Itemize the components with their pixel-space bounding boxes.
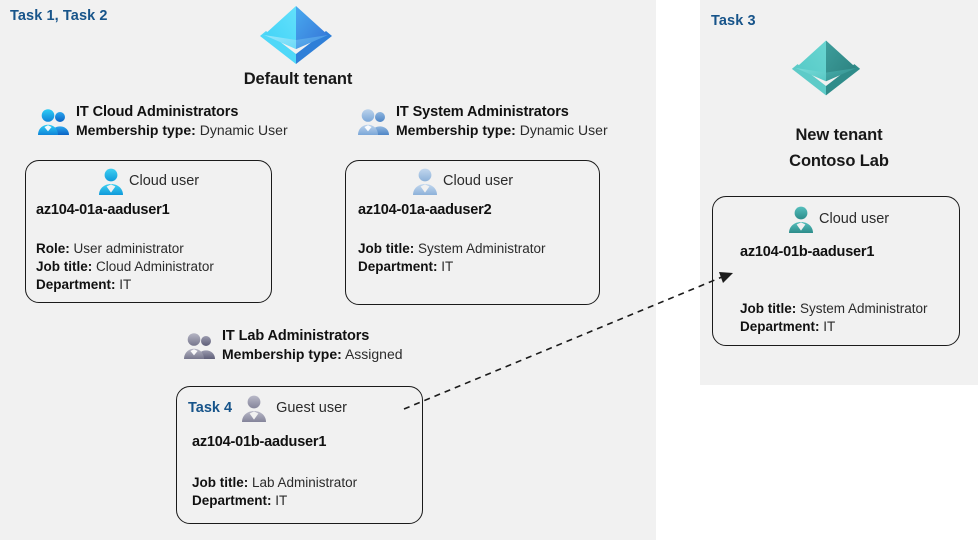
- card-properties: Job title: System Administrator Departme…: [740, 300, 928, 336]
- card-prop-value: System Administrator: [418, 241, 546, 256]
- group-title: IT System Administrators: [396, 104, 569, 120]
- card-prop-department: Department: IT: [358, 258, 546, 276]
- card-prop-value: Cloud Administrator: [96, 259, 214, 274]
- users-group-icon: [38, 108, 70, 136]
- group-it-cloud-administrators[interactable]: IT Cloud Administrators Membership type:…: [38, 104, 288, 138]
- group-it-lab-administrators[interactable]: IT Lab Administrators Membership type: A…: [184, 328, 403, 362]
- task-label-1-2: Task 1, Task 2: [10, 8, 108, 24]
- card-prop-label: Job title:: [36, 259, 93, 274]
- card-prop-department: Department: IT: [192, 492, 357, 510]
- task-label-3: Task 3: [711, 13, 756, 29]
- cloud-user-icon: [412, 167, 438, 195]
- group-meta-value: Dynamic User: [199, 122, 288, 138]
- card-prop-label: Department:: [192, 493, 272, 508]
- card-prop-job-title: Job title: System Administrator: [740, 300, 928, 318]
- user-card-az104-01b-aaduser1-guest[interactable]: [176, 386, 423, 524]
- group-meta-label: Membership type:: [222, 346, 342, 362]
- users-group-icon: [358, 108, 390, 136]
- card-upn: az104-01a-aaduser2: [358, 202, 492, 218]
- card-head: Task 4 Guest user: [188, 394, 347, 422]
- card-prop-value: IT: [441, 259, 454, 274]
- card-head: Cloud user: [788, 205, 889, 233]
- task-label-4: Task 4: [188, 400, 233, 416]
- card-prop-value: IT: [823, 319, 836, 334]
- user-card-az104-01a-aaduser1[interactable]: [25, 160, 272, 303]
- new-tenant-name-line1: New tenant: [795, 126, 883, 144]
- cloud-user-icon: [98, 167, 124, 195]
- card-kind: Guest user: [276, 400, 347, 416]
- card-prop-label: Department:: [36, 277, 116, 292]
- group-meta-value: Dynamic User: [519, 122, 608, 138]
- card-properties: Role: User administrator Job title: Clou…: [36, 240, 214, 294]
- card-prop-label: Job title:: [192, 475, 249, 490]
- card-prop-job-title: Job title: Cloud Administrator: [36, 258, 214, 276]
- card-properties: Job title: Lab Administrator Department:…: [192, 474, 357, 510]
- azure-ad-tenant-icon: [790, 36, 862, 98]
- group-title: IT Cloud Administrators: [76, 104, 239, 120]
- card-prop-role: Role: User administrator: [36, 240, 214, 258]
- card-properties: Job title: System Administrator Departme…: [358, 240, 546, 276]
- card-prop-job-title: Job title: System Administrator: [358, 240, 546, 258]
- group-meta-label: Membership type:: [396, 122, 516, 138]
- card-prop-value: User administrator: [73, 241, 184, 256]
- card-upn: az104-01b-aaduser1: [740, 244, 875, 260]
- card-kind: Cloud user: [443, 173, 514, 189]
- cloud-user-icon: [788, 205, 814, 233]
- group-it-system-administrators[interactable]: IT System Administrators Membership type…: [358, 104, 608, 138]
- card-prop-department: Department: IT: [36, 276, 214, 294]
- card-prop-label: Job title:: [740, 301, 797, 316]
- card-prop-value: IT: [275, 493, 288, 508]
- default-tenant-name: Default tenant: [243, 70, 353, 88]
- card-upn: az104-01b-aaduser1: [192, 434, 327, 450]
- group-membership-type: Membership type: Dynamic User: [76, 122, 288, 138]
- group-meta-label: Membership type:: [76, 122, 196, 138]
- card-kind: Cloud user: [819, 211, 890, 227]
- card-prop-value: IT: [119, 277, 132, 292]
- users-group-icon: [184, 332, 216, 360]
- azure-ad-tenant-icon: [258, 2, 334, 66]
- card-prop-label: Role:: [36, 241, 70, 256]
- card-prop-label: Department:: [358, 259, 438, 274]
- user-card-az104-01b-aaduser1-cloud[interactable]: [712, 196, 960, 346]
- new-tenant-name-line2: Contoso Lab: [789, 152, 889, 170]
- card-prop-label: Department:: [740, 319, 820, 334]
- group-meta-value: Assigned: [344, 346, 403, 362]
- group-membership-type: Membership type: Dynamic User: [396, 122, 608, 138]
- guest-user-icon: [241, 394, 267, 422]
- card-prop-value: Lab Administrator: [252, 475, 358, 490]
- group-title: IT Lab Administrators: [222, 328, 370, 344]
- card-kind: Cloud user: [129, 173, 200, 189]
- card-prop-job-title: Job title: Lab Administrator: [192, 474, 357, 492]
- card-upn: az104-01a-aaduser1: [36, 202, 170, 218]
- card-prop-department: Department: IT: [740, 318, 928, 336]
- card-prop-label: Job title:: [358, 241, 415, 256]
- card-head: Cloud user: [98, 167, 199, 195]
- group-membership-type: Membership type: Assigned: [222, 346, 403, 362]
- card-head: Cloud user: [412, 167, 513, 195]
- card-prop-value: System Administrator: [800, 301, 928, 316]
